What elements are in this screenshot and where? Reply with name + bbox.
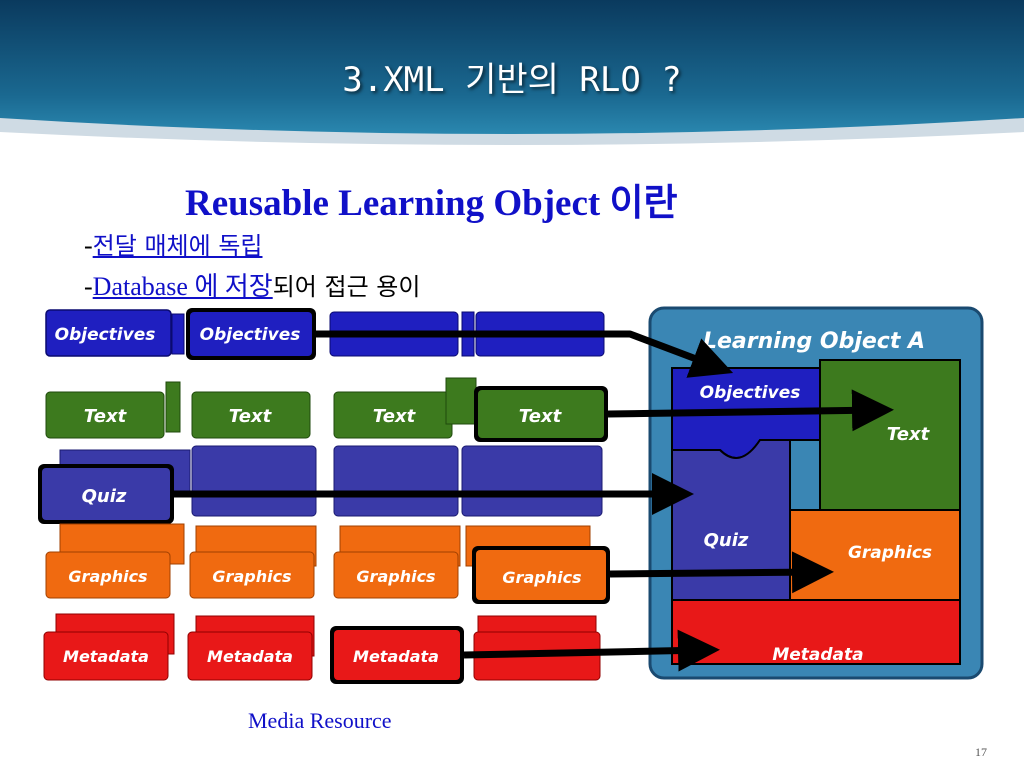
- title-banner: [0, 0, 1024, 145]
- text-label: Text: [519, 406, 563, 427]
- objectives-label: Objectives: [200, 325, 301, 345]
- text-label: Text: [229, 406, 273, 427]
- objectives-label: Objectives: [700, 383, 801, 403]
- mapping-arrows: [174, 330, 894, 672]
- bullet-text: 되어 접근 용이: [272, 273, 421, 301]
- quiz-label: Quiz: [704, 530, 749, 551]
- learning-object-a: Learning Object A Objectives Text Quiz G…: [648, 306, 984, 680]
- bullet-dash: -: [84, 231, 93, 260]
- quiz-block-selected: [42, 468, 170, 520]
- arrow-text: [607, 389, 894, 432]
- bullet-link[interactable]: 전달 매체에 독립: [92, 232, 263, 260]
- metadata-block: [187, 631, 313, 681]
- bullet-item: -Database 에 저장되어 접근 용이: [84, 266, 420, 303]
- text-block: [45, 391, 165, 439]
- text-block: [191, 391, 311, 439]
- arrow-metadata: [463, 629, 720, 672]
- quiz-block: [461, 445, 603, 517]
- metadata-block: [43, 631, 169, 681]
- metadata-block-selected: [334, 630, 460, 680]
- quiz-label: Quiz: [82, 486, 127, 507]
- graphics-block: [45, 551, 171, 599]
- bullet-item: -전달 매체에 독립: [84, 226, 263, 261]
- text-label: Text: [887, 424, 931, 445]
- objectives-label: Objectives: [55, 325, 156, 345]
- quiz-block: [333, 445, 459, 517]
- arrow-graphics: [609, 551, 834, 594]
- graphics-block-selected: [476, 550, 606, 600]
- graphics-label: Graphics: [356, 567, 435, 586]
- bullet-dash: -: [84, 272, 93, 301]
- media-row-graphics: Graphics Graphics Graphics Graphics: [45, 523, 610, 604]
- graphics-label: Graphics: [848, 543, 932, 563]
- text-label: Text: [84, 406, 128, 427]
- bullet-link[interactable]: Database 에 저장: [92, 272, 273, 301]
- page-number: 17: [975, 745, 987, 759]
- metadata-label: Metadata: [772, 645, 863, 665]
- graphics-label: Graphics: [212, 567, 291, 586]
- metadata-label: Metadata: [353, 647, 439, 666]
- graphics-label: Graphics: [502, 568, 581, 587]
- slide-title: 3.XML 기반의 RLO ?: [342, 60, 682, 100]
- graphics-block: [189, 551, 315, 599]
- rlo-diagram: Objectives Objectives Text Text Text Tex…: [38, 306, 984, 684]
- objectives-block: [45, 309, 172, 357]
- puzzle-piece-metadata: [671, 599, 961, 665]
- media-row-text: Text Text Text Text: [45, 377, 608, 442]
- slide-heading: Reusable Learning Object 이란: [185, 183, 678, 224]
- media-row-quiz: Quiz: [38, 445, 603, 524]
- text-label: Text: [373, 406, 417, 427]
- media-resource-caption: Media Resource: [248, 708, 392, 733]
- text-block-selected: [478, 390, 604, 438]
- metadata-label: Metadata: [63, 647, 149, 666]
- metadata-label: Metadata: [207, 647, 293, 666]
- media-row-metadata: Metadata Metadata Metadata: [43, 613, 601, 684]
- arrow-objectives: [316, 330, 734, 378]
- quiz-block: [191, 445, 317, 517]
- graphics-block: [333, 551, 459, 599]
- graphics-label: Graphics: [68, 567, 147, 586]
- objectives-block-selected: [190, 312, 312, 356]
- learning-object-title: Learning Object A: [703, 329, 925, 354]
